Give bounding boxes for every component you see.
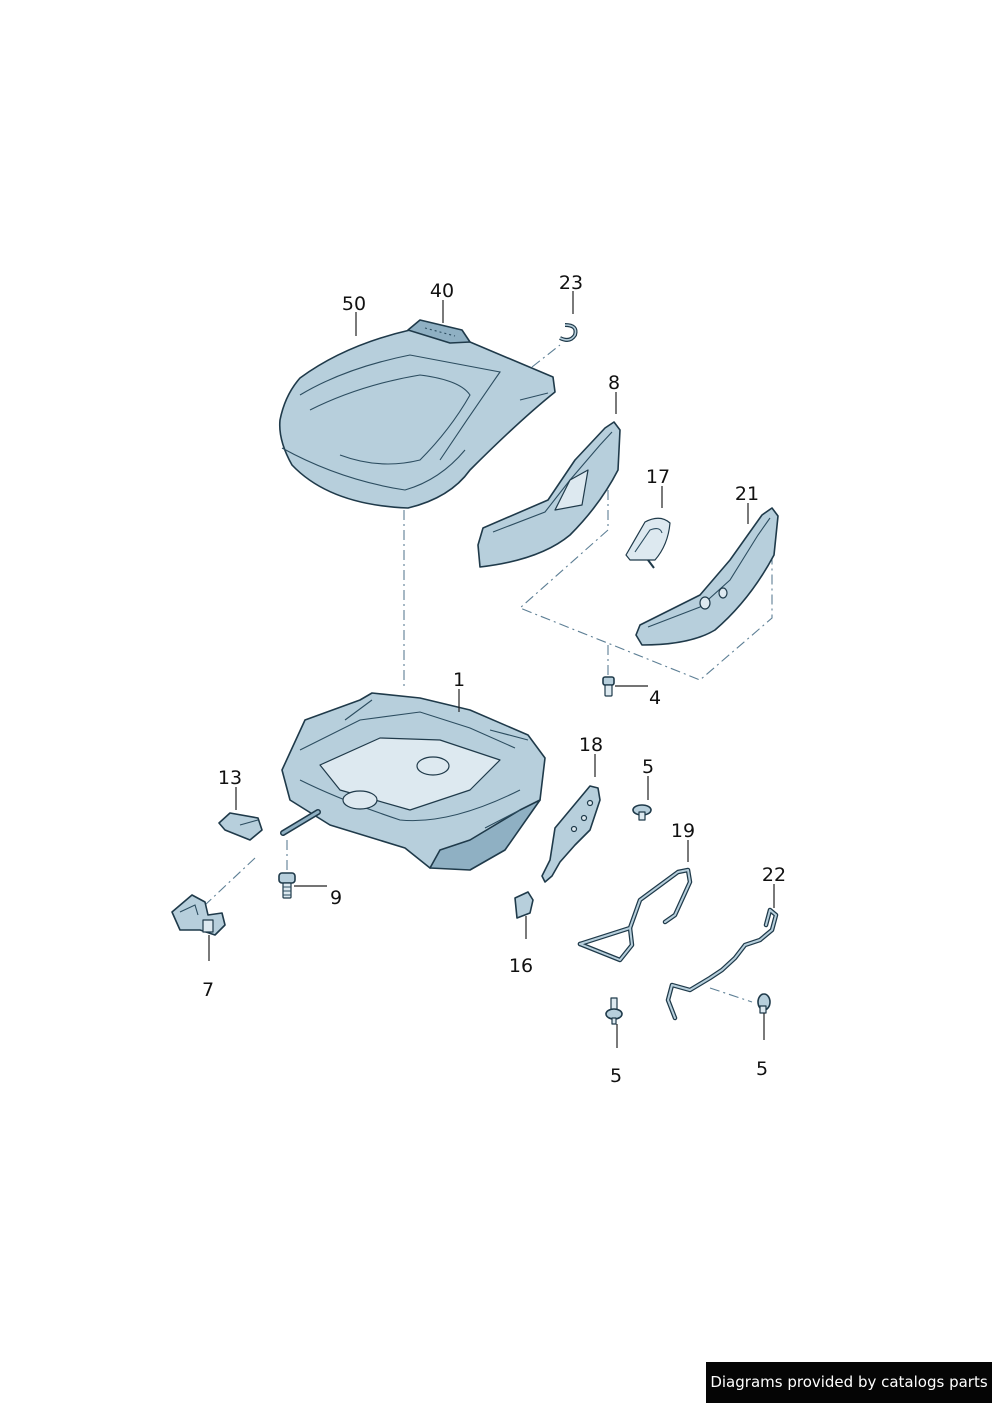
side-trim-panel-right [635, 507, 779, 646]
callout-1: 1 [453, 669, 465, 691]
callout-50: 50 [342, 293, 366, 315]
callout-labels: 50 40 23 8 17 21 1 4 18 5 19 13 9 22 16 … [202, 272, 786, 1087]
callout-17: 17 [646, 466, 670, 488]
callout-5c: 5 [756, 1058, 768, 1080]
callout-21: 21 [735, 483, 759, 505]
wire-bracket [577, 867, 693, 963]
seat-cushion-cover [278, 329, 556, 509]
callout-18: 18 [579, 734, 603, 756]
callout-13: 13 [218, 767, 242, 789]
screw-5a [632, 804, 652, 821]
clip-ring [559, 323, 578, 342]
leader-lines [208, 291, 775, 1048]
rod [280, 809, 321, 836]
callout-4: 4 [649, 687, 661, 709]
wiring-harness [665, 907, 779, 1021]
heating-element [407, 319, 471, 344]
callout-7: 7 [202, 979, 214, 1001]
bolt-9 [278, 872, 296, 899]
side-trim-panel [477, 421, 621, 568]
callout-23: 23 [559, 272, 583, 294]
callout-8: 8 [608, 372, 620, 394]
mounting-bracket [541, 785, 601, 883]
small-clip [514, 891, 534, 919]
rivet [602, 676, 615, 697]
callout-19: 19 [671, 820, 695, 842]
callout-22: 22 [762, 864, 786, 886]
callout-40: 40 [430, 280, 454, 302]
callout-16: 16 [509, 955, 533, 977]
credit-banner: Diagrams provided by catalogs parts [706, 1362, 992, 1403]
assembly-lines [204, 344, 773, 1003]
end-cap [218, 812, 263, 841]
callout-9: 9 [330, 887, 342, 909]
clamp-bracket [171, 894, 226, 936]
callout-5b: 5 [610, 1065, 622, 1087]
callout-5a: 5 [642, 756, 654, 778]
adjustment-knob [625, 517, 671, 569]
screw-5c [757, 993, 771, 1014]
screw-5b [605, 997, 623, 1025]
seat-frame-pan [281, 692, 546, 871]
